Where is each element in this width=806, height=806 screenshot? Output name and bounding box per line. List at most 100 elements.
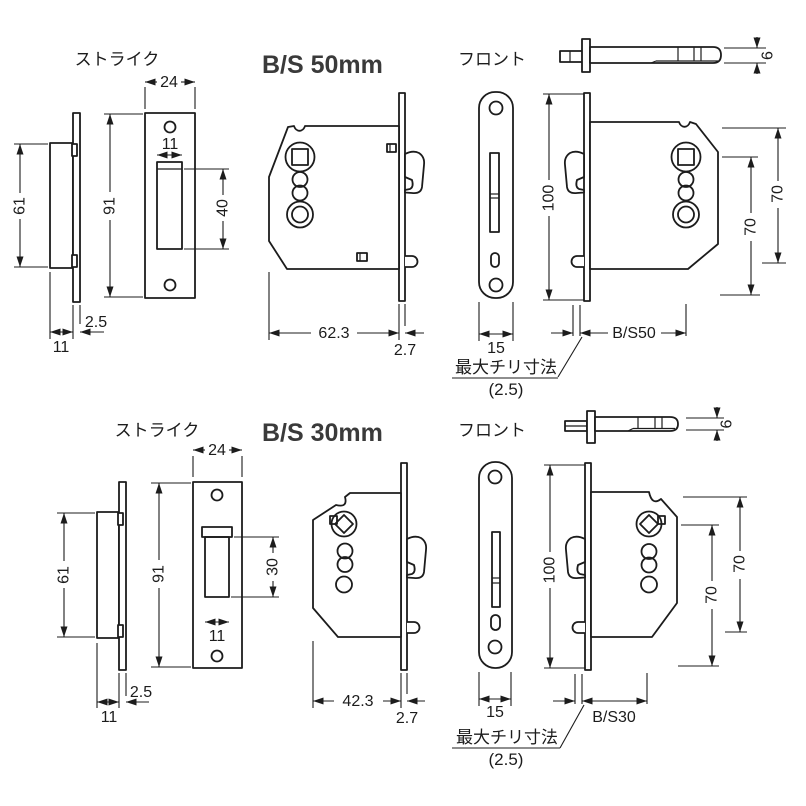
dim-text-case-depth-50: 62.3 <box>318 325 349 342</box>
cylinder-ring <box>286 200 314 229</box>
dim-slot-width-50: 11 <box>157 136 182 159</box>
clearance-value-50: (2.5) <box>489 380 524 399</box>
dim-faceplate-width-30: 15 <box>478 672 512 721</box>
spindle-square-hole <box>677 148 695 166</box>
spindle-key-tab <box>657 515 666 525</box>
dim-text-bolt-thickness-30: 6 <box>719 419 736 428</box>
strike-side-view-30: 61 2.5 11 <box>56 481 152 726</box>
dim-spindle-height-50: 70 <box>720 156 760 296</box>
case-outline <box>589 121 719 270</box>
screw-post-hole <box>336 556 354 573</box>
dim-strike-width-30: 24 <box>192 442 243 477</box>
cylinder-hole <box>677 205 695 224</box>
strike-lip-top <box>71 143 78 157</box>
bolt-body <box>589 46 722 64</box>
faceplate-section <box>581 38 591 73</box>
dim-bolt-thickness-50: 6 <box>724 37 777 74</box>
dim-box-height-30: 61 <box>56 512 95 638</box>
dim-text-spindle-height-30: 70 <box>704 586 721 604</box>
dim-text-case-depth-30: 42.3 <box>342 693 373 710</box>
front-plate-50: 15 100 <box>478 91 588 357</box>
spindle-diamond-hole <box>639 514 659 534</box>
screw-post-hole <box>640 543 658 560</box>
dim-text-box-depth-50: 11 <box>53 339 70 356</box>
dim-box-depth-30: 2.5 11 <box>96 643 152 726</box>
section-title-30: B/S 30mm <box>262 419 383 447</box>
strike-front-view-50: 24 11 91 40 <box>102 74 232 299</box>
guide-pin <box>570 255 585 268</box>
dim-text-case-height-30: 70 <box>732 555 749 573</box>
dim-text-backset-30: B/S30 <box>592 709 636 726</box>
dim-strike-height-30: 91 <box>151 482 191 668</box>
latch-slot <box>156 161 183 250</box>
dim-text-slot-height-30: 30 <box>265 558 282 576</box>
bolt-body <box>594 416 679 432</box>
dim-text-slot-width-50: 11 <box>162 136 179 153</box>
screw-post-hole <box>291 171 309 188</box>
screw-hole-top <box>487 469 503 485</box>
screw-post-hole <box>677 171 695 188</box>
dim-text-backset-50: B/S50 <box>612 325 656 342</box>
dim-faceplate-width-50: 15 <box>478 302 514 357</box>
screw-hole-bottom <box>488 277 504 293</box>
faceplate-section <box>586 410 596 444</box>
spindle-diamond-hole <box>334 514 354 534</box>
screw-hole-bottom <box>163 278 177 292</box>
dim-strike-height-50: 91 <box>102 113 143 298</box>
dim-text-faceplate-thickness-50: 2.7 <box>394 342 416 359</box>
dim-box-depth-50: 2.5 11 <box>49 272 107 356</box>
guide-pin <box>404 255 419 268</box>
guide-pin <box>406 621 421 634</box>
latch-slot <box>204 536 230 598</box>
dim-text-faceplate-height-50: 100 <box>541 185 558 212</box>
bolt-slot <box>491 531 501 608</box>
strike-lip-bottom <box>71 254 78 268</box>
clearance-label-30: 最大チリ寸法 <box>456 728 558 747</box>
note-clearance-50: 最大チリ寸法 (2.5) <box>452 336 583 399</box>
lock-case-30: 42.3 2.7 <box>312 462 428 727</box>
screw-post-hole <box>677 184 695 202</box>
dim-text-bolt-thickness-50: 6 <box>760 51 777 60</box>
dim-backset-50: B/S50 <box>551 304 687 342</box>
bolt-slot <box>489 152 500 233</box>
bolt-top-view-50: 6 <box>559 37 777 74</box>
strike-label-30: ストライク <box>115 421 200 440</box>
screw-post-hole <box>291 184 309 202</box>
dim-text-faceplate-thickness-30: 2.7 <box>396 710 418 727</box>
clearance-label-50: 最大チリ寸法 <box>455 358 557 377</box>
cylinder-hole <box>291 205 309 224</box>
case-outline <box>268 125 400 270</box>
dim-slot-height-30: 30 <box>231 536 282 598</box>
dim-text-plate-thickness-50: 2.5 <box>85 314 107 331</box>
dim-text-slot-height-50: 40 <box>215 199 232 217</box>
dim-text-faceplate-width-50: 15 <box>487 340 505 357</box>
dim-case-height-50: 70 <box>722 127 787 264</box>
dim-text-box-height-30: 61 <box>56 566 73 584</box>
bolt-top-view-30: 6 <box>564 407 736 444</box>
strike-side-view-50: 61 2.5 11 <box>12 112 107 356</box>
dim-text-box-height-50: 61 <box>12 197 29 215</box>
dim-text-strike-height-50: 91 <box>102 197 119 215</box>
adjust-slot <box>490 252 500 268</box>
dim-text-box-depth-30: 11 <box>101 709 118 726</box>
front-label-30: フロント <box>458 421 526 440</box>
strike-lip-bottom <box>117 624 124 638</box>
dim-text-strike-height-30: 91 <box>151 565 168 583</box>
screw-post-hole <box>640 556 658 574</box>
dim-text-case-height-50: 70 <box>770 185 787 203</box>
front-label-50: フロント <box>458 50 526 69</box>
screw-hole-bottom <box>210 649 224 663</box>
screw-hole-top <box>210 488 224 502</box>
lock-case-30-side: 70 70 B/S30 最大チリ寸法 (2.5) <box>452 462 749 769</box>
dim-spindle-height-30: 70 <box>678 524 721 667</box>
dim-backset-30: B/S30 <box>553 673 648 726</box>
screw-hole-bottom <box>487 639 503 655</box>
dim-text-strike-width-30: 24 <box>208 442 226 459</box>
dim-faceplate-height-30: 100 <box>542 464 588 669</box>
clearance-value-30: (2.5) <box>489 750 524 769</box>
section-title-50: B/S 50mm <box>262 51 383 79</box>
lock-case-50: 62.3 2.7 <box>268 92 426 359</box>
strike-lip-top <box>117 512 124 526</box>
dim-text-strike-width-50: 24 <box>160 74 178 91</box>
